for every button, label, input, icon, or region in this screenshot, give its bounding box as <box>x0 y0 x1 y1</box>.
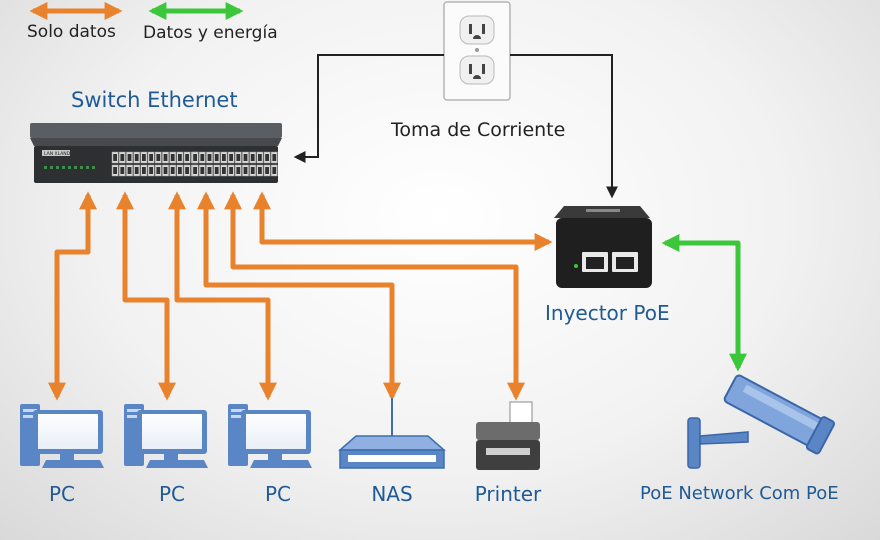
switch-port-socket <box>250 154 255 161</box>
switch-port-socket <box>222 167 226 174</box>
power-outlet <box>443 1 511 101</box>
switch-port-socket <box>272 154 277 161</box>
switch-port-socket <box>163 154 168 161</box>
device-label-camera: PoE Network Com PoE <box>640 483 839 504</box>
injector-label: Inyector PoE <box>545 301 670 325</box>
link-switch-injector <box>253 191 553 251</box>
switch-port-socket <box>214 154 219 161</box>
switch-port-socket <box>120 154 125 161</box>
device-label-nas: NAS <box>371 482 413 506</box>
device-label-printer: Printer <box>474 482 542 506</box>
pc-3-icon <box>228 404 312 468</box>
switch-port-socket <box>193 154 197 161</box>
switch-port-socket <box>134 154 139 161</box>
outlet-label: Toma de Corriente <box>391 119 566 141</box>
legend-data-only-label: Solo datos <box>27 22 116 42</box>
switch-port-socket <box>272 167 277 174</box>
pc-2-icon <box>124 404 208 468</box>
switch-port-socket <box>185 167 189 174</box>
switch-port-socket <box>258 154 262 161</box>
device-label-pc-2: PC <box>158 482 186 506</box>
legend-data-power-label: Datos y energía <box>143 23 278 43</box>
link-injector-camera <box>661 234 747 372</box>
device-label-pc-1: PC <box>48 482 76 506</box>
switch-label: Switch Ethernet <box>71 88 238 112</box>
switch-port-socket <box>142 154 146 161</box>
switch-port-socket <box>149 167 153 174</box>
switch-port-socket <box>142 167 146 174</box>
switch-port-socket <box>178 167 182 174</box>
switch-port-socket <box>258 167 262 174</box>
ethernet-switch: LAN XLAND <box>30 123 282 183</box>
switch-port-socket <box>207 154 212 161</box>
power-cable-to-switch <box>293 54 444 163</box>
switch-port-socket <box>243 167 248 174</box>
switch-port-socket <box>207 167 212 174</box>
switch-port-socket <box>229 167 233 174</box>
switch-port-socket <box>178 154 182 161</box>
switch-port-socket <box>113 154 117 161</box>
switch-port-socket <box>222 154 226 161</box>
nas-icon <box>338 398 446 469</box>
poe-injector <box>554 206 652 288</box>
link-switch-pc3 <box>168 191 277 401</box>
switch-port-socket <box>250 167 255 174</box>
switch-port-socket <box>185 154 189 161</box>
switch-port-socket <box>265 154 269 161</box>
switch-port-socket <box>229 154 233 161</box>
switch-port-socket <box>200 167 205 174</box>
link-switch-pc1 <box>48 191 97 401</box>
switch-port-socket <box>127 154 132 161</box>
power-cable-to-injector <box>510 54 618 199</box>
switch-port-socket <box>149 154 153 161</box>
switch-port-socket <box>170 154 175 161</box>
switch-port-socket <box>156 154 161 161</box>
switch-port-socket <box>193 167 197 174</box>
link-switch-printer <box>224 191 525 401</box>
switch-port-socket <box>120 167 125 174</box>
security-camera-icon <box>687 374 836 469</box>
switch-port-socket <box>265 167 269 174</box>
switch-brand: LAN XLAND <box>44 151 71 157</box>
switch-port-socket <box>236 154 241 161</box>
pc-1-icon <box>20 404 104 468</box>
switch-port-socket <box>170 167 175 174</box>
switch-port-socket <box>134 167 139 174</box>
printer-icon <box>476 401 540 470</box>
switch-port-socket <box>243 154 248 161</box>
switch-port-socket <box>156 167 161 174</box>
switch-port-socket <box>163 167 168 174</box>
switch-port-socket <box>113 167 117 174</box>
device-label-pc-3: PC <box>264 482 292 506</box>
switch-port-socket <box>214 167 219 174</box>
switch-port-socket <box>236 167 241 174</box>
switch-ports <box>111 151 278 177</box>
switch-port-socket <box>200 154 205 161</box>
switch-port-socket <box>127 167 132 174</box>
link-switch-pc2 <box>116 191 176 401</box>
